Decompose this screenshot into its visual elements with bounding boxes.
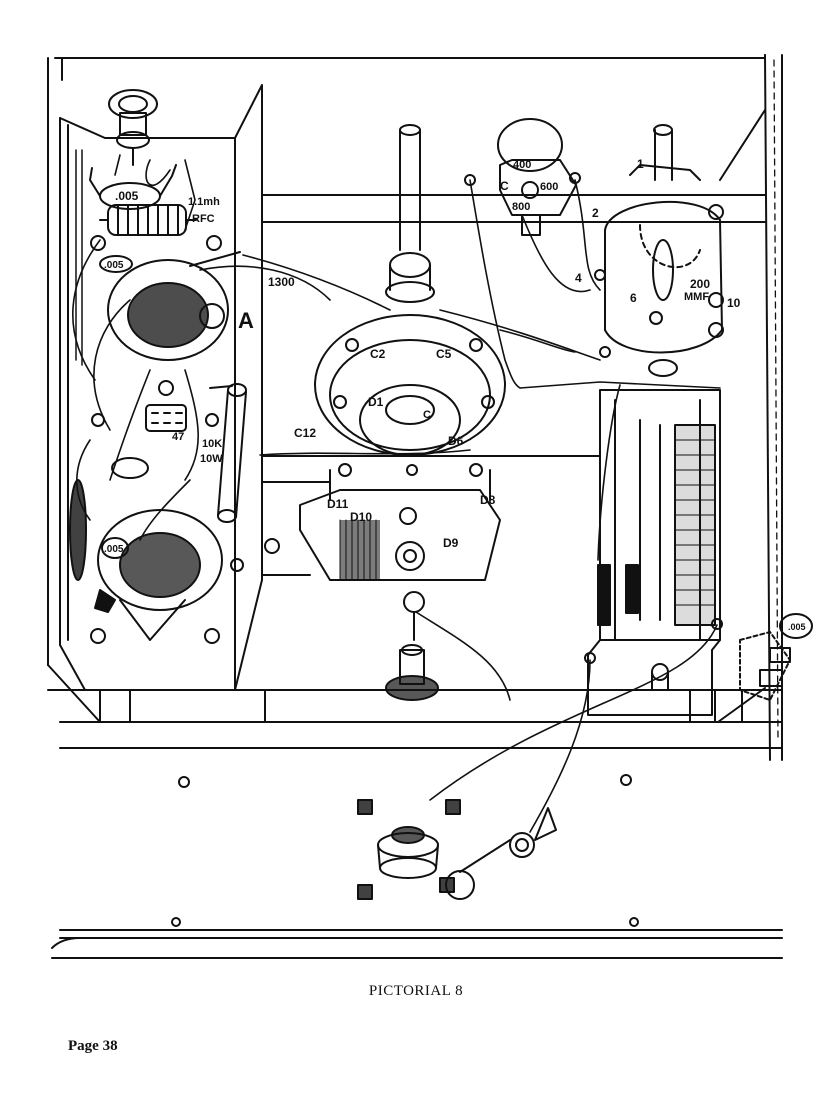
label-coil-c12: C12 (294, 426, 316, 440)
panel-fasteners (357, 799, 557, 900)
label-capacitor-005-right: .005 (788, 622, 806, 632)
label-cap-lug-2: 2 (592, 206, 599, 220)
tank-coil-block (584, 389, 723, 716)
component-labels: .005 1.1mh RFC .005 1300 A 47 10K 10W .0… (104, 157, 806, 632)
label-switch-400: 400 (513, 159, 531, 171)
variable-capacitor (594, 124, 724, 377)
label-cap-lug-6: 6 (630, 291, 637, 305)
label-coil-d1: D1 (368, 395, 384, 409)
upper-tube-socket (90, 235, 241, 396)
left-wiring (72, 154, 331, 541)
capacitor-005-top (89, 164, 177, 210)
label-choke-value: 1.1mh (188, 196, 220, 208)
label-cap-lug-4: 4 (575, 271, 582, 285)
right-lug-assembly (739, 613, 813, 701)
rf-choke (99, 204, 197, 236)
top-connector (108, 89, 158, 166)
label-capacitor-005-lower: .005 (104, 544, 124, 555)
lower-tube-socket (69, 413, 280, 644)
figure-caption: PICTORIAL 8 (368, 983, 464, 999)
label-resistor-47: 47 (172, 431, 184, 443)
band-switch-coil-assembly (299, 124, 506, 581)
label-switch-800: 800 (512, 201, 530, 213)
label-coil-c2: C2 (370, 347, 386, 361)
label-cap-lug-10: 10 (727, 296, 741, 310)
power-resistor-10k (209, 383, 247, 523)
label-resistor-10k-value: 10K (202, 438, 222, 450)
label-switch-c: C (500, 179, 509, 193)
label-coil-d10: D10 (350, 510, 372, 524)
label-coil-d11: D11 (327, 497, 349, 511)
label-switch-600: 600 (540, 181, 558, 193)
resistor-47 (145, 404, 187, 432)
interconnect-wiring (242, 179, 721, 833)
capacitor-005-left (99, 255, 133, 273)
label-choke-type: RFC (192, 213, 215, 225)
page-number: Page 38 (68, 1038, 118, 1054)
label-cap-value: 200 (690, 277, 710, 291)
label-mark-a: A (238, 308, 254, 333)
label-cap-unit: MMF (684, 291, 709, 303)
label-capacitor-005-left: .005 (104, 260, 124, 271)
label-capacitor-005-top: .005 (115, 189, 139, 203)
tap-switch (464, 118, 581, 236)
label-coil-d6: D6 (448, 434, 464, 448)
left-shield-compartment (59, 84, 263, 691)
label-resistor-1300: 1300 (268, 275, 295, 289)
label-cap-lug-1: 1 (637, 157, 644, 171)
label-coil-d8: D8 (480, 493, 496, 507)
label-coil-c: C (423, 409, 431, 421)
label-coil-d9: D9 (443, 536, 459, 550)
label-resistor-10k-watts: 10W (200, 453, 223, 465)
label-coil-c5: C5 (436, 347, 452, 361)
center-connector (377, 591, 439, 879)
